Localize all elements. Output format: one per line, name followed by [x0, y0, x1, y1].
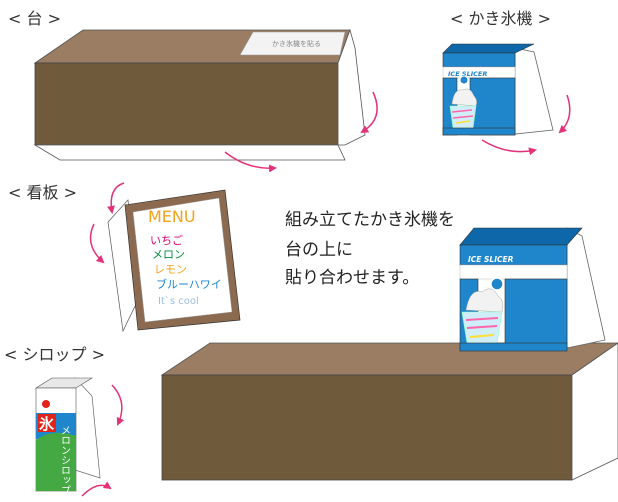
fold-arrow — [481, 139, 537, 156]
instruction-line-1: 組み立てたかき氷機を — [285, 210, 455, 230]
label-stand: < 台 > — [8, 9, 61, 28]
fold-arrow — [81, 481, 112, 497]
ice-machine-piece: ICE SLICER — [442, 43, 571, 156]
menu-item-lemon: レモン — [154, 263, 187, 276]
menu-item-blue-hawaii: ブルーハワイ — [156, 277, 222, 291]
syrup-kanji: 氷 — [39, 415, 55, 433]
fold-arrow — [111, 384, 125, 426]
machine-brand: ICE SLICER — [448, 70, 487, 78]
fold-arrow — [89, 223, 105, 264]
menu-sign-piece: MENU いちご メロン レモン ブルーハワイ It`s cool — [89, 182, 241, 333]
syrup-bottle-piece: 氷 メロンシロップ — [34, 377, 125, 497]
menu-item-melon: メロン — [152, 248, 185, 261]
label-sign: < 看板 > — [8, 183, 77, 202]
assembled-stand — [160, 342, 618, 481]
instruction-line-2: 台の上に — [285, 240, 353, 260]
assembled-ice-machine: ICE SLICER — [459, 227, 606, 352]
menu-footer: It`s cool — [158, 295, 199, 307]
fold-arrow — [558, 94, 571, 134]
menu-item-strawberry: いちご — [150, 233, 183, 247]
fold-arrow — [360, 91, 378, 134]
fold-arrow — [107, 182, 125, 214]
menu-title: MENU — [148, 207, 196, 226]
label-syrup: < シロップ > — [4, 345, 105, 364]
stand-sticker-text: かき氷機を貼る — [272, 39, 321, 48]
sticker-area — [239, 31, 346, 56]
instruction-line-3: 貼り合わせます。 — [285, 268, 419, 288]
stand-piece: かき氷機を貼る — [33, 28, 378, 173]
fold-arrow — [224, 151, 277, 173]
syrup-vertical-text: メロンシロップ — [59, 425, 70, 495]
label-machine: < かき氷機 > — [450, 9, 551, 28]
assembled-machine-brand: ICE SLICER — [468, 255, 514, 264]
